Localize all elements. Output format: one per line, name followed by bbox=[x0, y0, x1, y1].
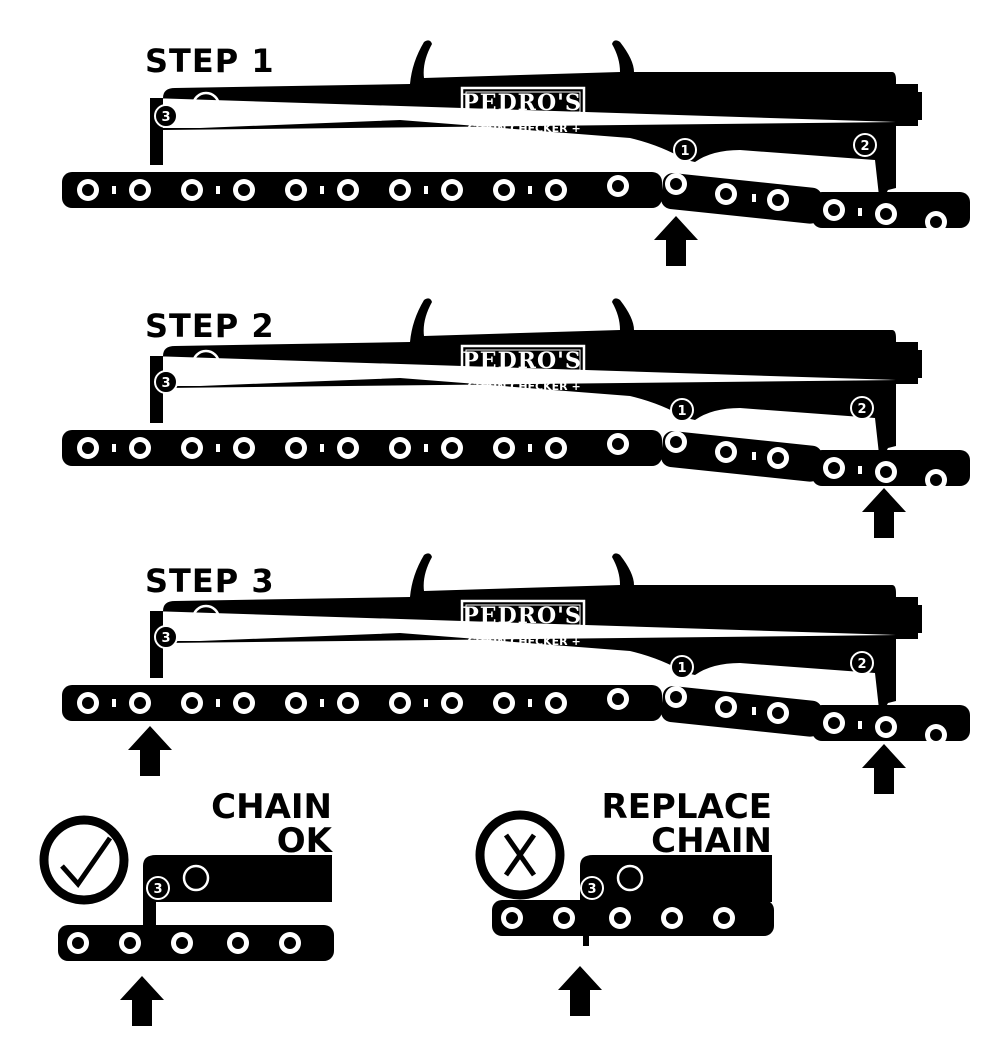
bike-chain bbox=[492, 900, 774, 946]
tool-end-piece bbox=[143, 855, 332, 930]
marker-2: 2 bbox=[857, 657, 866, 672]
product-name: CHAIN CHECKER + bbox=[467, 380, 580, 393]
bike-chain bbox=[62, 430, 970, 491]
replace-chain-line1: REPLACE bbox=[602, 787, 772, 827]
x-icon bbox=[475, 810, 565, 900]
brand-logo: PEDRO'S bbox=[462, 603, 581, 629]
step-2-panel: STEP 2 PEDRO'S CHAIN CHECKER + 3 1 2 bbox=[62, 297, 970, 538]
product-name: CHAIN CHECKER + bbox=[467, 635, 580, 648]
tool-end-piece bbox=[580, 855, 772, 904]
arrow-up-icon bbox=[862, 744, 906, 794]
step-2-title: STEP 2 bbox=[145, 307, 275, 345]
step-1-title: STEP 1 bbox=[145, 42, 275, 80]
step-3-panel: STEP 3 PEDRO'S CHAIN CHECKER + 3 1 2 bbox=[62, 552, 970, 794]
marker-3: 3 bbox=[587, 882, 596, 897]
result-chain-ok: CHAIN OK 3 bbox=[39, 787, 334, 1026]
replace-chain-line2: CHAIN bbox=[651, 821, 772, 861]
result-replace-chain: REPLACE CHAIN 3 bbox=[475, 787, 774, 1016]
brand-logo: PEDRO'S bbox=[462, 90, 581, 116]
arrow-up-icon bbox=[558, 966, 602, 1016]
marker-3: 3 bbox=[161, 110, 170, 125]
marker-1: 1 bbox=[680, 144, 689, 159]
arrow-up-icon bbox=[862, 488, 906, 538]
step-1-panel: STEP 1 PEDRO'S CHAIN CHECKER + 3 1 2 bbox=[62, 39, 970, 266]
marker-2: 2 bbox=[857, 402, 866, 417]
check-icon bbox=[39, 815, 129, 905]
bike-chain bbox=[62, 685, 970, 746]
marker-1: 1 bbox=[677, 661, 686, 676]
marker-3: 3 bbox=[161, 631, 170, 646]
brand-logo: PEDRO'S bbox=[462, 348, 581, 374]
bike-chain bbox=[58, 925, 334, 961]
marker-1: 1 bbox=[677, 404, 686, 419]
arrow-up-icon bbox=[654, 216, 698, 266]
marker-3: 3 bbox=[161, 376, 170, 391]
chain-ok-line2: OK bbox=[277, 821, 334, 861]
arrow-up-icon bbox=[128, 726, 172, 776]
marker-2: 2 bbox=[860, 139, 869, 154]
bike-chain bbox=[62, 172, 970, 233]
marker-3: 3 bbox=[153, 882, 162, 897]
chain-ok-line1: CHAIN bbox=[211, 787, 332, 827]
step-3-title: STEP 3 bbox=[145, 562, 275, 600]
arrow-up-icon bbox=[120, 976, 164, 1026]
product-name: CHAIN CHECKER + bbox=[467, 122, 580, 135]
